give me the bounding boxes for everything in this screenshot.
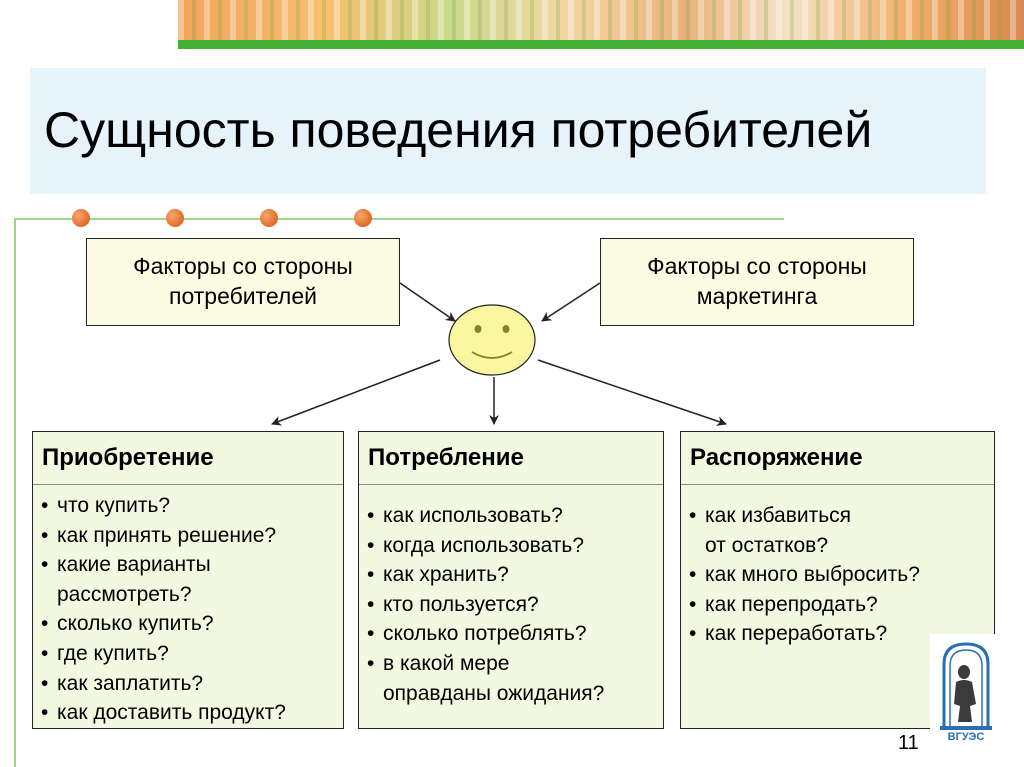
list-item: как заплатить? xyxy=(33,669,343,699)
title-panel xyxy=(30,68,986,194)
smiley-face-icon xyxy=(448,304,536,376)
decorative-dot xyxy=(72,209,90,227)
list-item: как принять решение? xyxy=(33,521,343,551)
list-item: как много выбросить? xyxy=(681,560,994,590)
list-item: как переработать? xyxy=(681,619,994,649)
arrow-to-disposal xyxy=(537,359,727,426)
consumption-heading: Потребление xyxy=(359,432,663,485)
list-item: где купить? xyxy=(33,639,343,669)
decorative-dot xyxy=(260,209,278,227)
acquisition-list: что купить? как принять решение? какие в… xyxy=(33,485,343,728)
university-logo-icon: ВГУЭС xyxy=(930,634,1002,744)
marketing-factors-box: Факторы со стороны маркетинга xyxy=(600,238,914,326)
list-item: когда использовать? xyxy=(359,531,663,561)
acquisition-box: Приобретение что купить? как принять реш… xyxy=(32,431,344,729)
arrow-marketing-to-smiley xyxy=(541,282,601,322)
factor-line: Факторы со стороны xyxy=(647,253,867,279)
banner-texture xyxy=(178,0,1024,40)
list-item: что купить? xyxy=(33,491,343,521)
decorative-dot xyxy=(354,209,372,227)
decorative-side-line xyxy=(14,218,16,767)
slide-title: Сущность поведения потребителей xyxy=(44,102,873,158)
consumption-box: Потребление как использовать? когда испо… xyxy=(358,431,664,729)
list-item: как доставить продукт? xyxy=(33,698,343,728)
disposal-heading: Распоряжение xyxy=(681,432,994,485)
consumer-factors-box: Факторы со стороны потребителей xyxy=(86,238,400,326)
arrow-consumer-to-smiley xyxy=(399,282,456,322)
list-item: как использовать? xyxy=(359,501,663,531)
consumption-list: как использовать? когда использовать? ка… xyxy=(359,485,663,708)
page-number: 11 xyxy=(898,732,919,754)
list-item: сколько купить? xyxy=(33,609,343,639)
header-banner xyxy=(178,0,1024,40)
acquisition-heading: Приобретение xyxy=(33,432,343,485)
factor-line: потребителей xyxy=(169,283,317,309)
decorative-dot xyxy=(166,209,184,227)
logo-text: ВГУЭС xyxy=(948,731,985,743)
header-green-bar xyxy=(178,40,1024,49)
list-item: сколько потреблять? xyxy=(359,619,663,649)
decorative-line xyxy=(14,218,784,220)
list-item: как хранить? xyxy=(359,560,663,590)
factor-line: маркетинга xyxy=(696,283,818,309)
list-item: кто пользуется? xyxy=(359,590,663,620)
list-item: как перепродать? xyxy=(681,590,994,620)
arrow-to-acquisition xyxy=(271,359,441,426)
factor-line: Факторы со стороны xyxy=(133,253,353,279)
